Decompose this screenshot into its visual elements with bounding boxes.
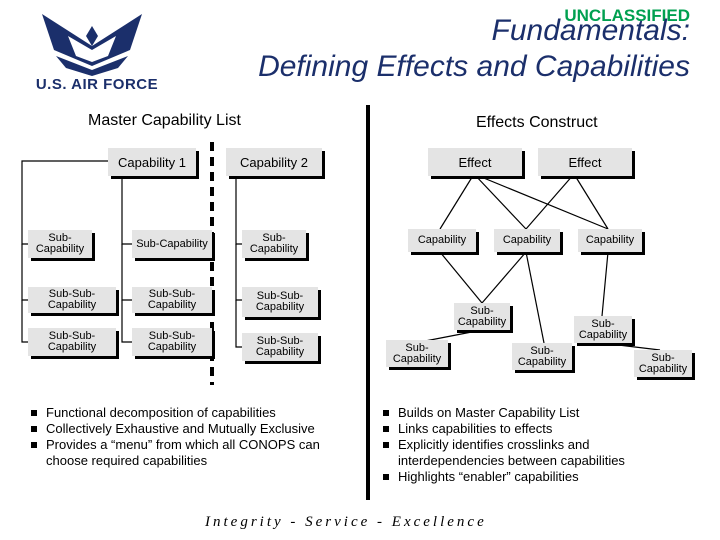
bullet-square-icon [383, 474, 389, 480]
bullet-square-icon [31, 410, 37, 416]
bullet-item: Collectively Exhaustive and Mutually Exc… [26, 421, 342, 437]
sub-capability-box: Sub-Capability [242, 230, 306, 258]
effects-construct-bullets: Builds on Master Capability List Links c… [378, 405, 678, 485]
sub-sub-capability-box: Sub-Sub-Capability [28, 287, 116, 313]
classification-banner: UNCLASSIFIED [564, 6, 690, 25]
capability-box: Capability 1 [108, 148, 196, 176]
sub-sub-capability-box: Sub-Sub-Capability [132, 287, 212, 313]
capability-box: Capability 2 [226, 148, 322, 176]
effect-box: Effect [538, 148, 632, 176]
sub-capability-box: Sub-Capability [512, 343, 572, 370]
sub-capability-box: Sub-Capability [634, 350, 692, 377]
master-capability-heading: Master Capability List [88, 112, 241, 129]
sub-capability-box: Sub-Capability [574, 316, 632, 343]
bullet-square-icon [31, 426, 37, 432]
sub-capability-box: Sub-Capability [28, 230, 92, 258]
bullet-item: Functional decomposition of capabilities [26, 405, 342, 421]
bullet-item: Highlights “enabler” capabilities [378, 469, 678, 485]
sub-sub-capability-box: Sub-Sub-Capability [242, 333, 318, 361]
sub-capability-box: Sub-Capability [454, 303, 510, 330]
master-capability-bullets: Functional decomposition of capabilities… [26, 405, 342, 469]
bullet-square-icon [383, 442, 389, 448]
effect-box: Effect [428, 148, 522, 176]
logo-text: U.S. AIR FORCE [35, 76, 159, 93]
page-subtitle: Defining Effects and Capabilities [258, 50, 690, 83]
capability-box: Capability [408, 229, 476, 252]
air-force-symbol-icon [42, 14, 142, 76]
bullet-item: Builds on Master Capability List [378, 405, 678, 421]
capability-box: Capability [578, 229, 642, 252]
bullet-square-icon [31, 442, 37, 448]
footer-motto: Integrity - Service - Excellence [205, 514, 487, 530]
bullet-item: Explicitly identifies crosslinks and int… [378, 437, 678, 469]
capability-box: Capability [494, 229, 560, 252]
sub-sub-capability-box: Sub-Sub-Capability [132, 328, 212, 356]
sub-capability-box: Sub-Capability [386, 340, 448, 367]
bullet-item: Provides a “menu” from which all CONOPS … [26, 437, 342, 469]
bullet-item: Links capabilities to effects [378, 421, 678, 437]
sub-capability-box: Sub-Capability [132, 230, 212, 258]
sub-sub-capability-box: Sub-Sub-Capability [242, 287, 318, 317]
bullet-square-icon [383, 410, 389, 416]
effects-construct-heading: Effects Construct [476, 114, 598, 131]
page-title: Fundamentals: [491, 14, 690, 47]
sub-sub-capability-box: Sub-Sub-Capability [28, 328, 116, 356]
bullet-square-icon [383, 426, 389, 432]
